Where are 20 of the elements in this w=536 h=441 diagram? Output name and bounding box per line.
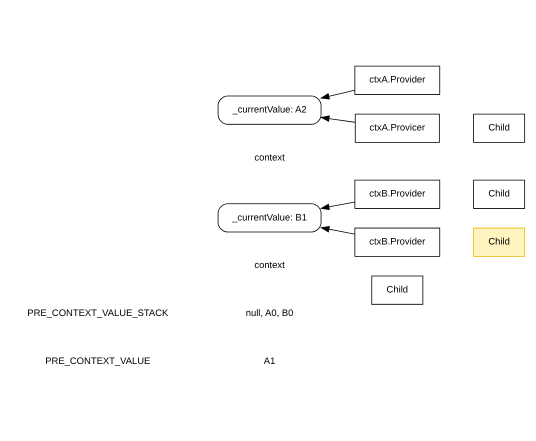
label: PRE_CONTEXT_VALUE_STACK <box>27 306 168 318</box>
node-box: Child <box>473 113 526 142</box>
label: PRE_CONTEXT_VALUE <box>45 354 150 366</box>
arrow <box>320 89 355 99</box>
arrow <box>320 226 355 234</box>
label: A1 <box>264 354 276 366</box>
node-label: context <box>254 151 285 162</box>
node-box: ctxB.Provider <box>354 227 440 256</box>
label: null, A0, B0 <box>246 306 294 318</box>
node-box: Child <box>473 227 526 256</box>
node-box: _currentValue: A2 <box>218 95 322 124</box>
node-label: context <box>254 258 285 270</box>
node-box: Child <box>473 179 526 208</box>
arrow <box>320 114 356 122</box>
node-box: ctxA.Provicer <box>354 113 440 142</box>
node-box: ctxB.Provider <box>354 179 440 208</box>
node-box: _currentValue: B1 <box>218 202 322 232</box>
node-box: Child <box>371 275 424 304</box>
node-box: ctxA.Provider <box>354 65 440 94</box>
arrow <box>320 201 355 210</box>
